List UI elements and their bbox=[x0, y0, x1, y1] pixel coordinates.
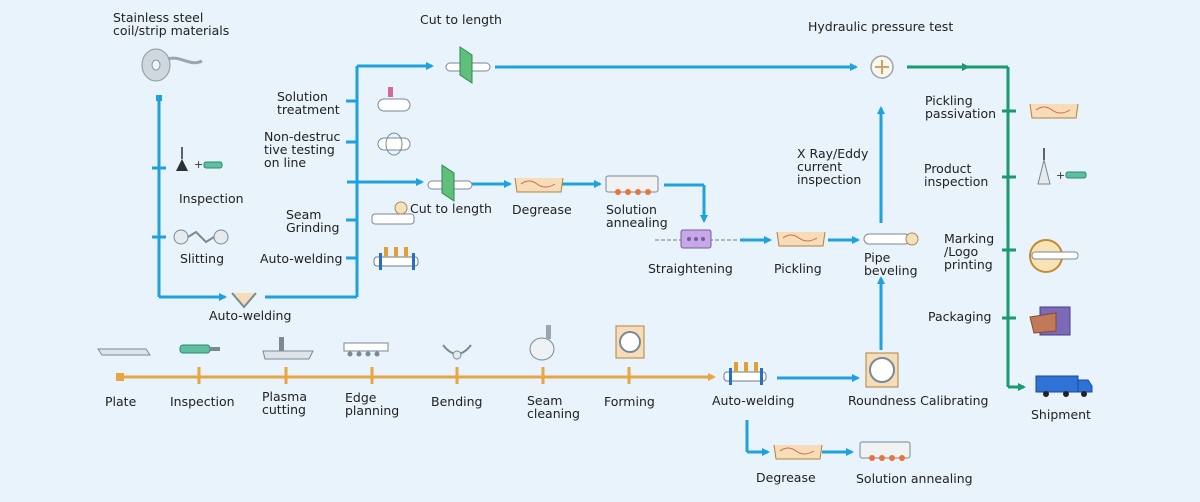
svg-text:+: + bbox=[1056, 169, 1065, 182]
label-solution-annealing-mid: Solution annealing bbox=[606, 202, 668, 230]
roundness-calibrator-icon bbox=[865, 352, 899, 388]
label-shipment: Shipment bbox=[1031, 407, 1091, 422]
plate-icon bbox=[97, 348, 151, 356]
tank-icon bbox=[1029, 103, 1079, 119]
furnace-icon bbox=[605, 175, 659, 195]
beveling-icon bbox=[863, 232, 919, 246]
label-degrease-mid: Degrease bbox=[512, 202, 572, 217]
inspection-icon: + bbox=[1037, 148, 1087, 185]
label-pickling-passivation: Pickling passivation bbox=[925, 93, 997, 121]
label-product-inspection: Product inspection bbox=[924, 161, 989, 189]
label-xray-inspection: X Ray/Eddy current inspection bbox=[797, 146, 869, 187]
label-seam-cleaning: Seam cleaning bbox=[527, 393, 580, 421]
degrease-tank-icon bbox=[773, 444, 823, 460]
plasma-cutter-icon bbox=[262, 337, 314, 360]
label-ndt: Non-destruc tive testing on line bbox=[264, 129, 341, 170]
label-auto-welding-bottom-left: Auto-welding bbox=[209, 308, 292, 323]
label-solution-annealing-bottom: Solution annealing bbox=[856, 471, 973, 486]
label-cut-to-length-mid: Cut to length bbox=[410, 201, 492, 216]
label-degrease-bottom: Degrease bbox=[756, 470, 816, 485]
label-seam-grinding: Seam Grinding bbox=[286, 207, 340, 235]
label-plate: Plate bbox=[105, 394, 137, 409]
welder-icon bbox=[373, 247, 419, 270]
steel-coil-icon bbox=[141, 48, 203, 82]
label-straightening: Straightening bbox=[648, 261, 733, 276]
label-slitting: Slitting bbox=[180, 251, 225, 266]
label-auto-welding-right: Auto-welding bbox=[712, 393, 795, 408]
package-icon bbox=[1029, 306, 1071, 336]
label-inspection-top: Inspection bbox=[179, 191, 244, 206]
stamp-icon bbox=[1029, 239, 1079, 273]
green-flow bbox=[907, 63, 1026, 391]
inspection-icon: + bbox=[176, 147, 223, 171]
furnace-icon bbox=[859, 441, 911, 461]
edge-planer-icon bbox=[343, 342, 389, 357]
bending-icon bbox=[442, 344, 472, 360]
label-hydraulic-test: Hydraulic pressure test bbox=[808, 19, 954, 34]
label-stainless-coil: Stainless steel coil/strip materials bbox=[113, 10, 230, 38]
pickling-tank-icon bbox=[776, 231, 826, 247]
cutter-disc-icon bbox=[445, 46, 491, 84]
label-solution-treatment: Solution treatment bbox=[277, 89, 340, 117]
label-auto-welding-left: Auto-welding bbox=[260, 251, 343, 266]
truck-icon bbox=[1035, 375, 1093, 397]
grinder-icon bbox=[371, 201, 415, 225]
seam-cleaning-icon bbox=[529, 325, 555, 361]
welder-roll-icon bbox=[231, 292, 257, 309]
label-edge-planning: Edge planning bbox=[345, 390, 400, 418]
label-roundness-calibrating: Roundness Calibrating bbox=[848, 393, 989, 408]
label-cut-to-length-top: Cut to length bbox=[420, 12, 502, 27]
label-pipe-beveling: Pipe beveling bbox=[864, 250, 918, 278]
welder-icon bbox=[723, 362, 767, 385]
label-plasma-cutting: Plasma cutting bbox=[262, 389, 308, 417]
tube-icon bbox=[377, 87, 411, 112]
label-packaging: Packaging bbox=[928, 309, 992, 324]
label-pickling: Pickling bbox=[774, 261, 822, 276]
label-forming: Forming bbox=[604, 394, 655, 409]
blue-flow bbox=[152, 62, 885, 456]
pressure-gauge-icon bbox=[870, 55, 894, 79]
label-inspection-bottom: Inspection bbox=[170, 394, 235, 409]
straightener-icon bbox=[655, 229, 739, 249]
label-bending: Bending bbox=[431, 394, 483, 409]
orange-flow bbox=[116, 367, 716, 384]
slitting-icon bbox=[173, 229, 229, 245]
forming-icon bbox=[615, 325, 645, 359]
degrease-tank-icon bbox=[514, 177, 564, 193]
ndt-icon bbox=[377, 132, 411, 156]
cutter-disc-icon bbox=[427, 164, 473, 202]
inspection-gun-icon bbox=[179, 344, 220, 354]
label-marking-printing: Marking /Logo printing bbox=[944, 231, 995, 272]
svg-text:+: + bbox=[194, 158, 203, 171]
